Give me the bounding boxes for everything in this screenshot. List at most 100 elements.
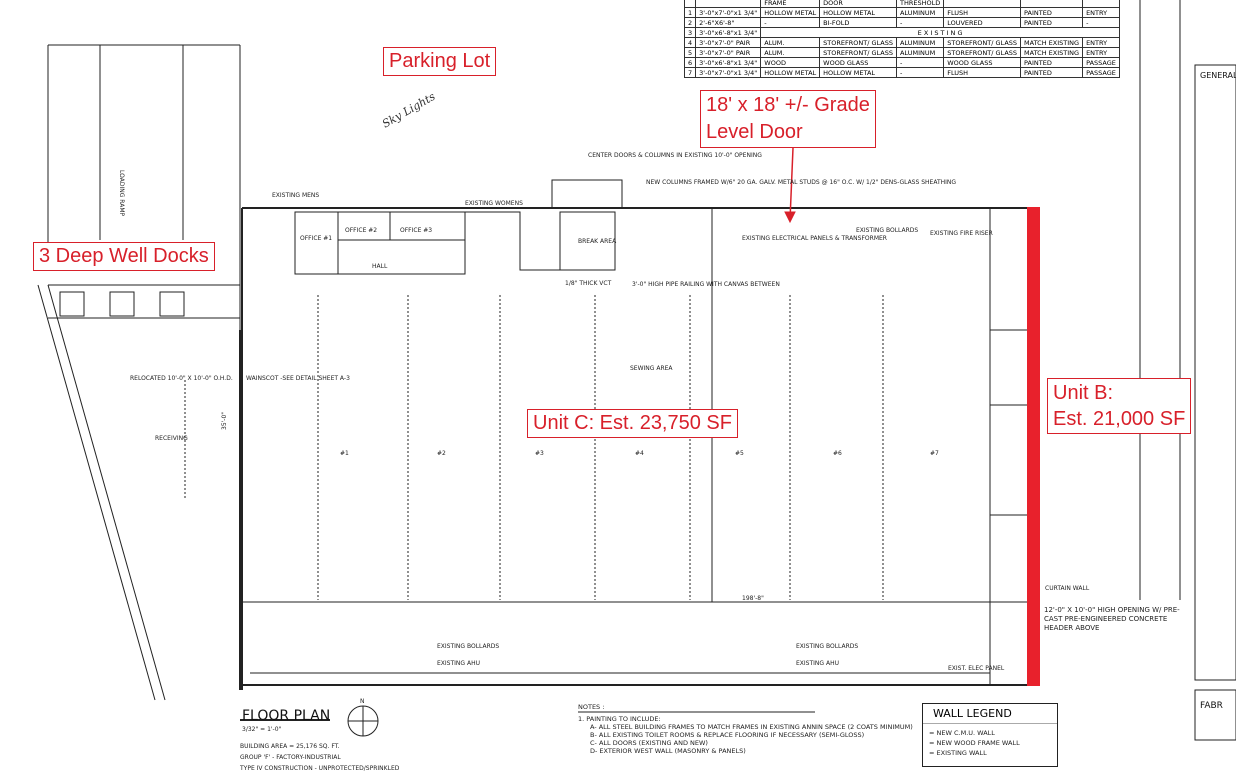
ahu-label-1: EXISTING AHU (437, 660, 480, 667)
schedule-cell: DOOR (819, 0, 897, 8)
schedule-cell: LOUVERED (943, 17, 1022, 28)
schedule-cell: E X I S T I N G (760, 27, 1120, 38)
ahu-label-2: EXISTING AHU (796, 660, 839, 667)
schedule-cell: 3'-0"x7'-0"x1 3/4" (695, 7, 762, 18)
receiving-label: RECEIVING (155, 435, 188, 442)
unit-b-line1: Unit B: (1053, 382, 1114, 404)
note-item: 1. PAINTING TO INCLUDE: (578, 715, 661, 723)
sewing-area-label: SEWING AREA (630, 365, 673, 372)
schedule-cell: 1 (683, 7, 697, 18)
pipe-railing-label: 3'-0" HIGH PIPE RAILING WITH CANVAS BETW… (632, 281, 780, 288)
office-2-label: OFFICE #2 (345, 227, 377, 234)
schedule-cell: - (1082, 17, 1120, 28)
schedule-cell: FLUSH (943, 67, 1022, 78)
column-label: #3 (535, 450, 544, 457)
relocated-label: RELOCATED 10'-0" X 10'-0" O.H.D. (130, 375, 233, 382)
new-columns-note: NEW COLUMNS FRAMED W/6" 20 GA. GALV. MET… (646, 179, 956, 186)
schedule-cell: 7 (683, 67, 697, 78)
schedule-cell: PAINTED (1020, 67, 1084, 78)
note-item: B- ALL EXISTING TOILET ROOMS & REPLACE F… (590, 731, 865, 739)
office-3-label: OFFICE #3 (400, 227, 432, 234)
schedule-cell: PAINTED (1020, 57, 1084, 68)
dim-35: 35'-0" (221, 412, 228, 430)
schedule-cell: STOREFRONT/ GLASS (943, 37, 1022, 48)
side-general: GENERAL (1200, 71, 1236, 80)
note-item: D- EXTERIOR WEST WALL (MASONRY & PANELS) (590, 747, 746, 755)
schedule-cell: PASSAGE (1082, 57, 1120, 68)
hall-label: HALL (372, 263, 388, 270)
schedule-cell: 3'-0"x7'-0" PAIR (695, 37, 762, 48)
column-label: #2 (437, 450, 446, 457)
notes-title: NOTES : (578, 703, 605, 711)
unit-b-line2: Est. 21,000 SF (1053, 408, 1186, 430)
handwritten-note: Sky Lights (380, 90, 438, 131)
womens-label: EXISTING WOMENS (465, 200, 523, 207)
side-fabr: FABR (1200, 701, 1223, 711)
column-label: #1 (340, 450, 349, 457)
wall-legend: WALL LEGEND = NEW C.M.U. WALL = NEW WOOD… (922, 703, 1058, 767)
schedule-cell: FRAME (760, 0, 821, 8)
schedule-cell: 3'-0"x7'-0"x1 3/4" (695, 67, 762, 78)
grade-door-line1: 18' x 18' +/- Grade (706, 94, 870, 116)
opening-note: 12'-0" X 10'-0" HIGH OPENING W/ PRE-CAST… (1044, 606, 1184, 633)
schedule-cell: ALUM. (760, 47, 821, 58)
note-item: A- ALL STEEL BUILDING FRAMES TO MATCH FR… (590, 723, 913, 731)
plan-scale: 3/32" = 1'-0" (242, 726, 282, 733)
schedule-cell (1082, 0, 1120, 8)
grade-level-door-annotation: 18' x 18' +/- Grade Level Door (700, 90, 876, 148)
dim-198: 198'-8" (742, 595, 764, 602)
bollards-label-top: EXISTING BOLLARDS (856, 227, 918, 234)
legend-item: = NEW WOOD FRAME WALL (929, 739, 1020, 747)
schedule-cell: 3'-0"x6'-8"x1 3/4" (695, 57, 762, 68)
schedule-cell: - (895, 67, 945, 78)
title-item: TYPE IV CONSTRUCTION - UNPROTECTED/SPRIN… (239, 765, 400, 772)
schedule-cell: ENTRY (1082, 47, 1120, 58)
notes-block: NOTES : 1. PAINTING TO INCLUDE: A- ALL S… (578, 703, 913, 755)
column-label: #4 (635, 450, 644, 457)
schedule-cell: BI-FOLD (819, 17, 897, 28)
legend-item: = NEW C.M.U. WALL (929, 729, 995, 737)
schedule-cell: ALUMINUM (895, 7, 945, 18)
schedule-cell: WOOD GLASS (943, 57, 1022, 68)
schedule-cell: ALUM. (760, 37, 821, 48)
schedule-cell: FLUSH (943, 7, 1022, 18)
break-area-label: BREAK AREA (578, 238, 617, 245)
schedule-cell: HOLLOW METAL (819, 7, 897, 18)
schedule-cell: MATCH EXISTING (1020, 47, 1084, 58)
title-item: BUILDING AREA = 25,176 SQ. FT. (240, 743, 340, 750)
schedule-cell: PAINTED (1020, 7, 1084, 18)
schedule-cell: 4 (683, 37, 697, 48)
electrical-label: EXISTING ELECTRICAL PANELS & TRANSFORMER (742, 235, 887, 242)
schedule-cell: ENTRY (1082, 37, 1120, 48)
unit-b-demising-wall (1027, 207, 1040, 686)
schedule-cell: 3'-0"x7'-0" PAIR (695, 47, 762, 58)
bollards-label-1: EXISTING BOLLARDS (437, 643, 499, 650)
schedule-cell: - (760, 17, 821, 28)
legend-item: = EXISTING WALL (929, 749, 987, 757)
schedule-cell: ENTRY (1082, 7, 1120, 18)
schedule-cell: PAINTED (1020, 17, 1084, 28)
schedule-cell: ALUMINUM (895, 47, 945, 58)
note-item: C- ALL DOORS (EXISTING AND NEW) (590, 739, 708, 747)
unit-b-annotation: Unit B: Est. 21,000 SF (1047, 378, 1192, 434)
center-doors-note: CENTER DOORS & COLUMNS IN EXISTING 10'-0… (588, 152, 762, 159)
schedule-cell: WOOD (760, 57, 821, 68)
grade-door-line2: Level Door (706, 121, 803, 143)
schedule-cell: 2 (683, 17, 697, 28)
north-label: N (360, 698, 365, 705)
office-1-label: OFFICE #1 (300, 235, 332, 242)
schedule-cell: HOLLOW METAL (819, 67, 897, 78)
wainscot-label: WAINSCOT -SEE DETAIL SHEET A-3 (246, 375, 350, 382)
column-label: #7 (930, 450, 939, 457)
schedule-cell: HOLLOW METAL (760, 67, 821, 78)
fire-riser-label: EXISTING FIRE RISER (930, 230, 993, 237)
schedule-cell (695, 0, 762, 8)
title-item: GROUP 'F' - FACTORY-INDUSTRIAL (240, 754, 341, 761)
schedule-cell: 3'-0"x6'-8"x1 3/4" (695, 27, 762, 38)
elec-panel-label: EXIST. ELEC PANEL (948, 665, 1005, 672)
